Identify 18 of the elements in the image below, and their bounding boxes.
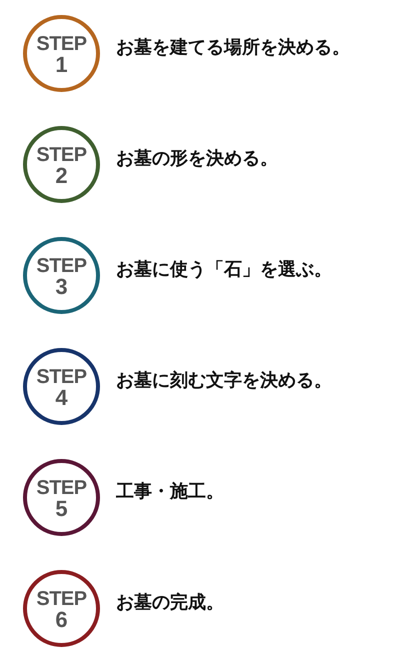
step-label: STEP	[36, 256, 87, 276]
step-label: STEP	[36, 368, 87, 386]
step-number: 5	[55, 498, 68, 518]
step-title: お墓の完成。	[116, 590, 224, 614]
step-number: 4	[55, 386, 68, 408]
step-title: お墓に刻む文字を決める。	[116, 368, 332, 392]
step-title: お墓を建てる場所を決める。	[116, 36, 350, 58]
step-number: 6	[55, 608, 68, 630]
step-label: STEP	[36, 478, 87, 498]
step-title: お墓の形を決める。	[116, 146, 278, 170]
step-label: STEP	[36, 590, 87, 608]
step-label: STEP	[36, 146, 87, 164]
step-number: 3	[55, 276, 68, 296]
step-label: STEP	[36, 34, 87, 54]
step-number: 1	[55, 54, 68, 74]
step-title: お墓に使う「石」を選ぶ。	[116, 258, 332, 280]
step-number: 2	[55, 164, 68, 186]
step-title: 工事・施工。	[116, 480, 224, 502]
